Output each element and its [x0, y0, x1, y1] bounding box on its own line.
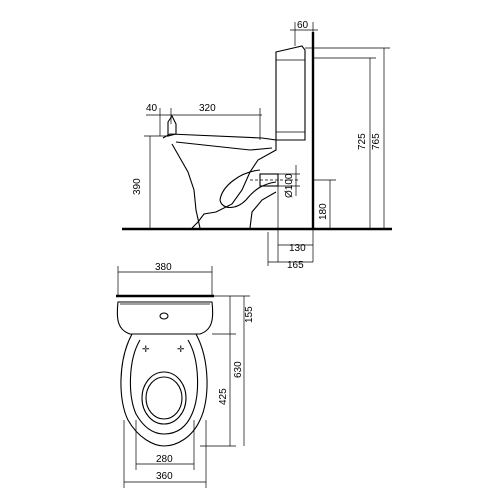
bowl-front [171, 143, 201, 229]
bowl-opening [141, 371, 187, 425]
top-view: ✛ ✛ 380 155 425 630 280 360 [116, 262, 255, 488]
dim-base-width: 360 [156, 471, 173, 482]
dim-outlet-from-wall: 130 [289, 243, 306, 254]
dim-total-height: 765 [371, 133, 382, 150]
dim-bowl-length: 320 [199, 103, 216, 114]
dim-top-width: 380 [155, 262, 172, 273]
trap-path [219, 169, 277, 209]
dim-tank-depth: 60 [297, 20, 309, 31]
dim-outlet-diameter: Ø100 [284, 173, 295, 198]
dim-outlet-height: 180 [318, 203, 329, 220]
dim-top-total-depth: 630 [233, 361, 244, 378]
dim-seat-width: 280 [156, 454, 173, 465]
dim-top-tank-depth: 155 [244, 306, 255, 323]
side-view: 60 40 320 390 Ø100 180 725 765 [122, 20, 392, 271]
dim-rim-offset: 40 [146, 103, 158, 114]
seat-hinge [167, 114, 177, 137]
flush-button [159, 312, 169, 320]
dim-bowl-depth: 425 [218, 388, 229, 405]
tank-top-outline [116, 301, 214, 335]
dim-seat-height: 390 [132, 178, 143, 195]
bowl-top-outline [120, 333, 208, 447]
tank-outline [275, 45, 306, 141]
dim-tank-height: 725 [357, 133, 368, 150]
bowl-outline [162, 133, 277, 229]
dim-base-from-wall: 165 [287, 260, 304, 271]
right-fixing-mark-icon: ✛ [177, 345, 185, 355]
left-fixing-mark-icon: ✛ [142, 345, 150, 355]
